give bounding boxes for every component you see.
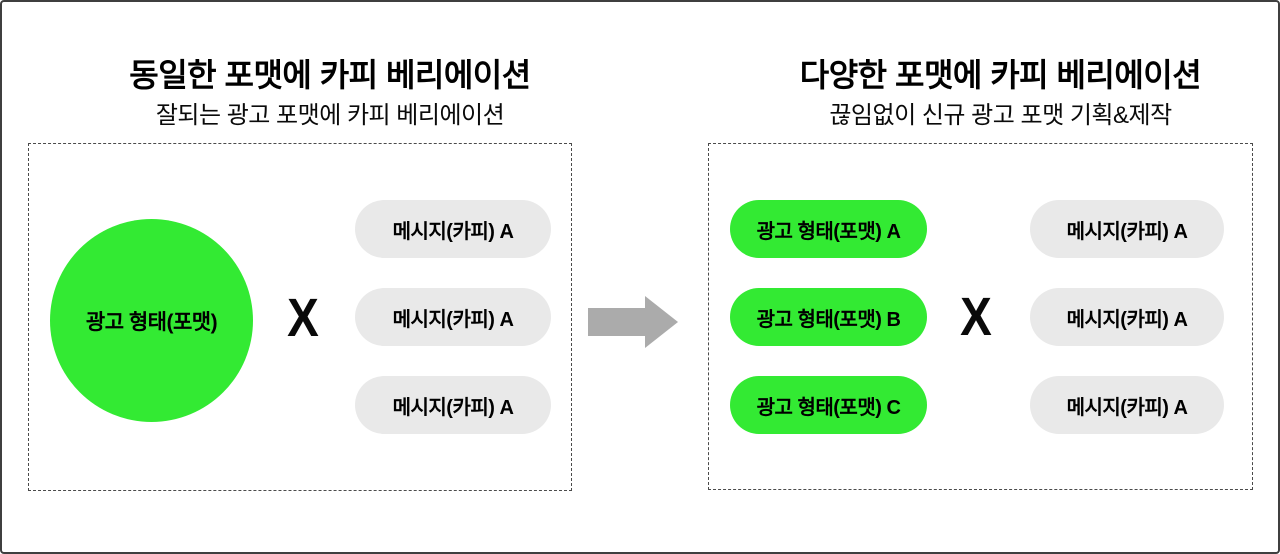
- message-pill: 메시지(카피) A: [1030, 288, 1224, 346]
- arrow-shaft: [588, 308, 646, 336]
- ad-format-pill: 광고 형태(포맷) A: [730, 200, 927, 258]
- left-panel-title: 동일한 포맷에 카피 베리에이션: [129, 57, 531, 93]
- message-pill: 메시지(카피) A: [1030, 376, 1224, 434]
- ad-format-pill: 광고 형태(포맷) C: [730, 376, 927, 434]
- right-panel-title: 다양한 포맷에 카피 베리에이션: [799, 57, 1202, 93]
- ad-format-circle-label: 광고 형태(포맷): [85, 310, 218, 334]
- right-panel-subtitle: 끊임없이 신규 광고 포맷 기획&제작: [829, 102, 1172, 129]
- ad-format-circle: 광고 형태(포맷): [50, 219, 253, 422]
- left-panel-box: [28, 143, 572, 491]
- message-pill: 메시지(카피) A: [355, 376, 551, 434]
- message-pill: 메시지(카피) A: [1030, 200, 1224, 258]
- message-pill: 메시지(카피) A: [355, 200, 551, 258]
- ad-format-pill: 광고 형태(포맷) B: [730, 288, 927, 346]
- arrow-head: [645, 296, 678, 348]
- multiply-symbol-left: X: [287, 288, 319, 348]
- message-pill: 메시지(카피) A: [355, 288, 551, 346]
- right-arrow-icon: [588, 296, 678, 348]
- right-panel-box: [708, 143, 1253, 490]
- multiply-symbol-right: X: [960, 287, 992, 347]
- left-panel-subtitle: 잘되는 광고 포맷에 카피 베리에이션: [155, 102, 505, 129]
